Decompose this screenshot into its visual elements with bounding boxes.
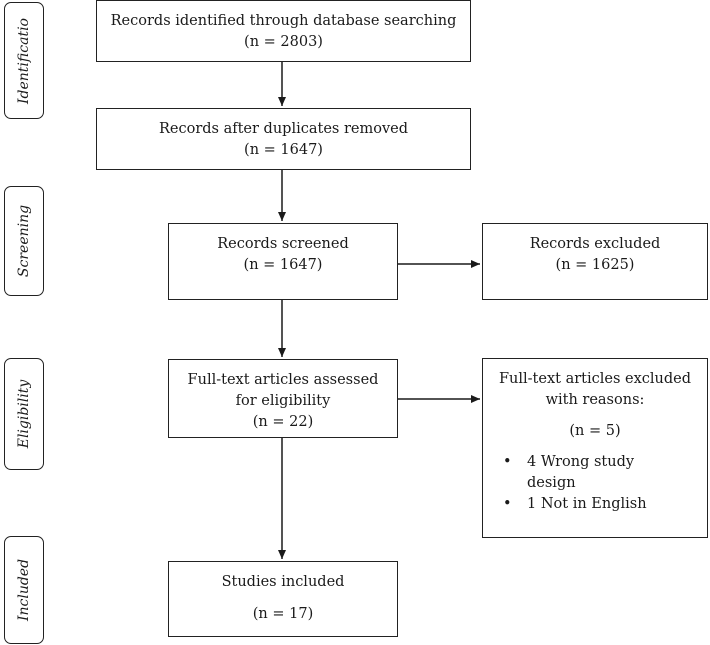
records-identified-title: Records identified through database sear… [110,13,457,29]
box-studies-included: Studies included (n = 17) [168,561,398,637]
fulltext-excluded-title-line1: Full-text articles excluded [498,371,692,387]
box-records-excluded: Records excluded (n = 1625) [482,223,708,300]
records-excluded-title: Records excluded [529,236,661,252]
list-item: • 1 Not in English [483,494,707,515]
box-fulltext-assessed: Full-text articles assessed for eligibil… [168,359,398,438]
fulltext-assessed-count: (n = 22) [252,414,314,430]
studies-included-count: (n = 17) [252,606,314,622]
box-records-deduplicated: Records after duplicates removed (n = 16… [96,108,471,170]
exclusion-reason-1-line2: design [527,475,576,491]
list-item: • 4 Wrong study design [483,452,707,494]
exclusion-reason-2-line1: 1 Not in English [527,496,647,512]
fulltext-assessed-title-line1: Full-text articles assessed [187,372,379,388]
records-deduplicated-count: (n = 1647) [244,142,323,158]
bullet-icon: • [503,454,512,470]
box-fulltext-excluded: Full-text articles excluded with reasons… [482,358,708,538]
exclusion-reasons-list: • 4 Wrong study design • 1 Not in Englis… [483,452,707,515]
stage-label-screening: Screening [4,186,44,296]
exclusion-reason-1-line1: 4 Wrong study [527,454,635,470]
fulltext-excluded-count: (n = 5) [569,423,621,439]
bullet-icon: • [503,496,512,512]
fulltext-excluded-title-line2: with reasons: [545,392,645,408]
records-screened-count: (n = 1647) [243,257,323,273]
stage-label-included: Included [4,536,44,644]
box-records-identified: Records identified through database sear… [96,0,471,62]
records-excluded-count: (n = 1625) [555,257,635,273]
box-records-screened: Records screened (n = 1647) [168,223,398,300]
records-identified-count: (n = 2803) [244,34,323,50]
records-deduplicated-title: Records after duplicates removed [158,121,409,137]
stage-label-eligibility: Eligibility [4,358,44,470]
stage-label-identification: Identificatio [4,2,44,119]
fulltext-assessed-title-line2: for eligibility [235,393,331,409]
records-screened-title: Records screened [217,236,349,252]
studies-included-title: Studies included [221,574,345,590]
